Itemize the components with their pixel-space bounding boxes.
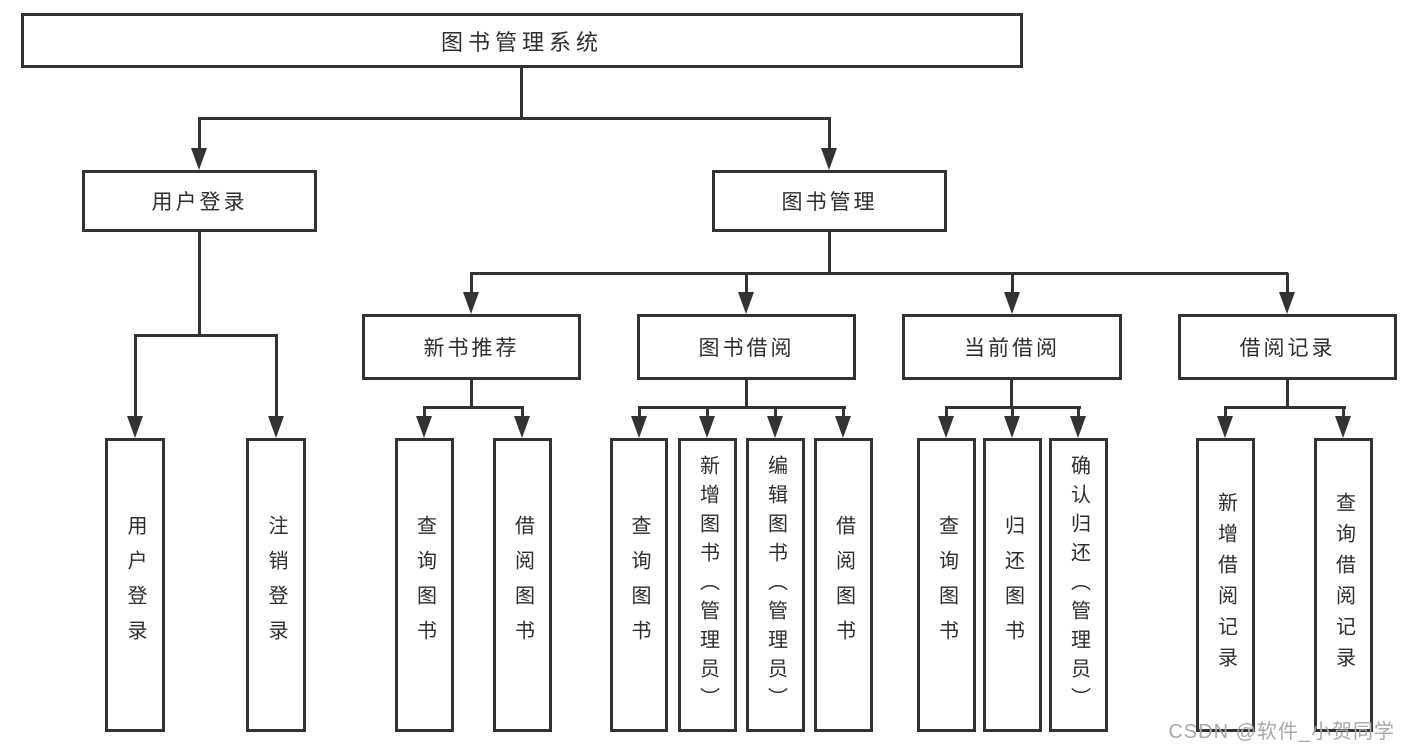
node-borrowing-records: 借阅记录 — [1178, 314, 1397, 380]
arrow-down-icon — [514, 407, 530, 438]
arrow-down-icon — [1279, 273, 1295, 314]
arrow-down-icon — [416, 407, 432, 438]
leaf-label: 归还图书 — [1001, 515, 1024, 655]
leaf-add-books-admin: 新增图书（管理员） — [678, 438, 737, 732]
connector-vline — [828, 232, 831, 273]
arrow-down-icon — [1335, 407, 1351, 438]
arrow-down-icon — [191, 118, 207, 170]
leaf-borrow-books-borrowing: 借阅图书 — [814, 438, 873, 732]
arrow-down-icon — [699, 407, 715, 438]
leaf-confirm-return-admin: 确认归还（管理员） — [1049, 438, 1108, 732]
leaf-logout: 注销登录 — [246, 438, 306, 732]
arrow-down-icon — [1004, 273, 1020, 314]
node-library-management-system: 图书管理系统 — [21, 13, 1023, 68]
arrow-down-icon — [631, 407, 647, 438]
leaf-label: 编辑图书（管理员） — [764, 454, 787, 716]
leaf-label: 借阅图书 — [511, 515, 534, 655]
leaf-label: 注销登录 — [265, 515, 287, 655]
connector-hline — [198, 117, 831, 120]
connector-vline — [1286, 380, 1289, 407]
arrow-down-icon — [1070, 407, 1086, 438]
arrow-down-icon — [463, 273, 479, 314]
leaf-label: 查询借阅记录 — [1332, 492, 1355, 678]
leaf-query-books-current: 查询图书 — [917, 438, 976, 732]
connector-hline — [470, 272, 1288, 275]
arrow-down-icon — [938, 407, 954, 438]
arrow-down-icon — [821, 118, 837, 170]
leaf-label: 查询图书 — [935, 515, 958, 655]
node-book-borrowing: 图书借阅 — [637, 314, 856, 380]
node-new-book-recommendation: 新书推荐 — [362, 314, 581, 380]
connector-hline — [423, 406, 524, 409]
connector-hline — [1224, 406, 1346, 409]
leaf-edit-books-admin: 编辑图书（管理员） — [746, 438, 805, 732]
leaf-add-borrow-record: 新增借阅记录 — [1196, 438, 1255, 732]
leaf-label: 确认归还（管理员） — [1067, 454, 1090, 716]
connector-vline — [198, 232, 201, 335]
connector-vline — [1010, 380, 1013, 407]
connector-vline — [470, 380, 473, 407]
leaf-label: 借阅图书 — [832, 515, 855, 655]
arrow-down-icon — [1004, 407, 1020, 438]
leaf-label: 查询图书 — [628, 515, 650, 655]
leaf-label: 新增图书（管理员） — [696, 454, 719, 716]
leaf-label: 用户登录 — [124, 515, 146, 655]
connector-vline — [520, 68, 523, 118]
leaf-return-books: 归还图书 — [983, 438, 1042, 732]
connector-vline — [745, 380, 748, 407]
arrow-down-icon — [767, 407, 783, 438]
connector-hline — [134, 334, 278, 337]
watermark: CSDN @软件_小贺同学 — [1168, 721, 1395, 743]
node-current-borrowing: 当前借阅 — [902, 314, 1122, 380]
arrow-down-icon — [127, 335, 143, 438]
arrow-down-icon — [1217, 407, 1233, 438]
connector-hline — [638, 406, 846, 409]
node-book-management: 图书管理 — [712, 170, 947, 232]
arrow-down-icon — [268, 335, 284, 438]
arrow-down-icon — [835, 407, 851, 438]
arrow-down-icon — [738, 273, 754, 314]
leaf-query-books-borrowing: 查询图书 — [610, 438, 668, 732]
leaf-borrow-books-recommend: 借阅图书 — [493, 438, 552, 732]
leaf-label: 查询图书 — [413, 515, 436, 655]
node-user-login: 用户登录 — [82, 170, 317, 232]
leaf-user-login: 用户登录 — [105, 438, 165, 732]
leaf-query-borrow-record: 查询借阅记录 — [1314, 438, 1373, 732]
leaf-label: 新增借阅记录 — [1214, 492, 1237, 678]
leaf-query-books-recommend: 查询图书 — [395, 438, 454, 732]
